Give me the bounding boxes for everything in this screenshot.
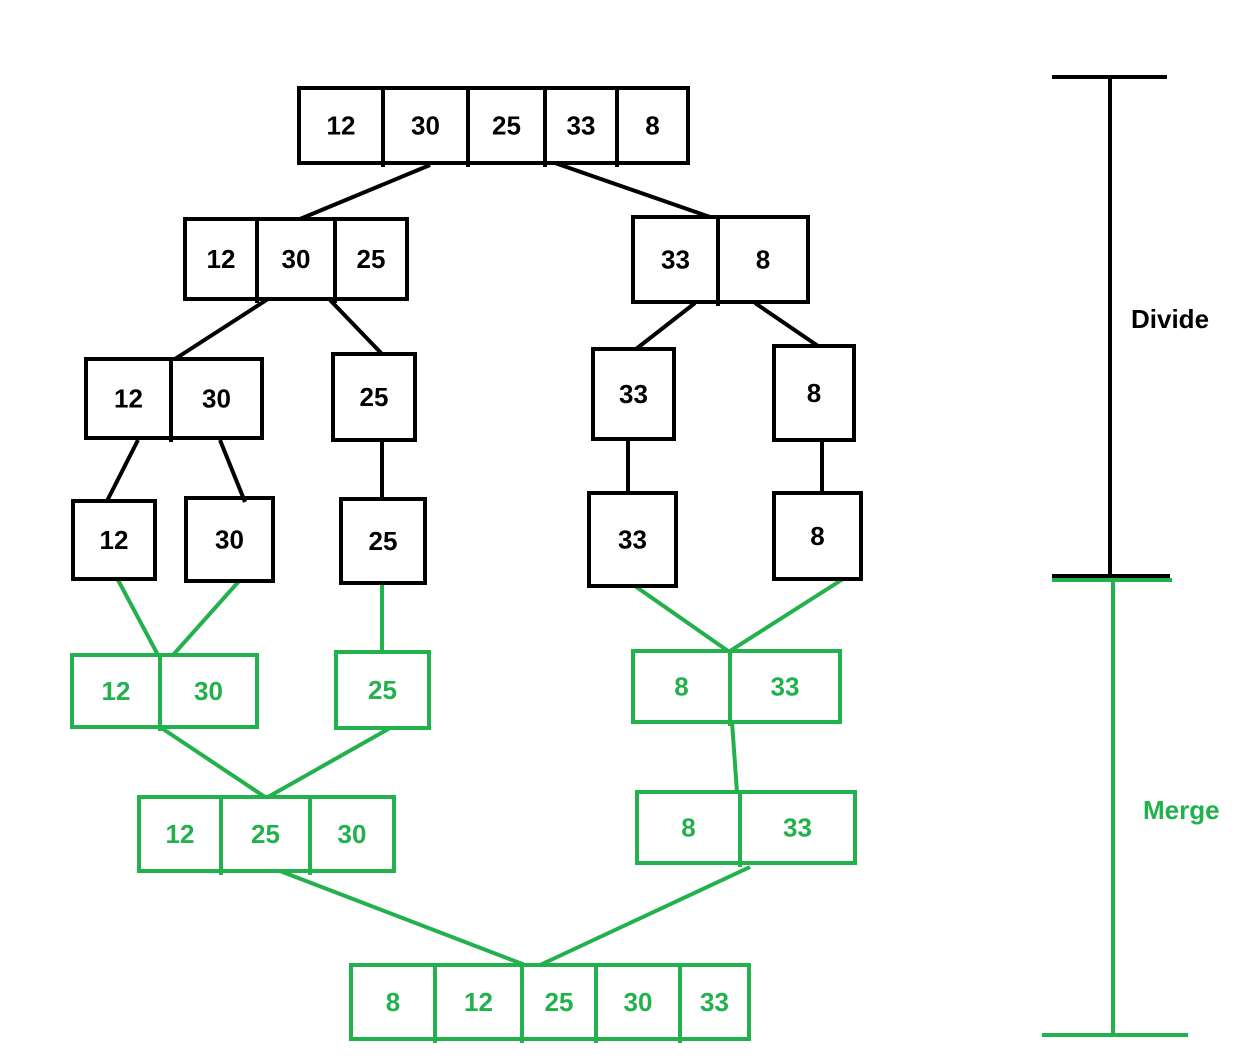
divide-array-cell: 25 [357,244,386,274]
divide-connector [328,298,384,356]
divide-array-box [772,491,863,581]
merge-connector [267,726,391,799]
merge-array-cell: 12 [464,987,493,1017]
merge-array-cell: 8 [386,987,400,1017]
divide-array-cell: 8 [756,245,770,275]
merge-array: 8 33 [635,790,857,867]
merge-array-cell: 33 [700,987,729,1017]
merge-array-cell: 25 [545,987,574,1017]
merge-array-cell: 8 [674,672,688,702]
divide-connector [634,301,697,351]
divide-array-cell: 25 [360,382,389,412]
divide-array-cell: 12 [207,244,236,274]
merge-array-cell: 25 [251,819,280,849]
phase-scale: Divide Merge [1042,75,1220,1037]
merge-array: 25 [334,650,431,730]
divide-connector [105,439,140,502]
divide-array-cell: 33 [661,245,690,275]
merge-array-box [70,653,259,729]
divide-array-box [297,86,690,165]
divide-array-box [591,347,676,441]
divide-connector [218,439,247,503]
merge-connector [633,584,730,653]
divide-array: 8 [772,344,856,442]
divide-array: 25 [339,497,427,585]
merge-array-cell: 12 [166,819,195,849]
divide-array: 33 [591,347,676,441]
merge-array: 12 30 [70,653,259,731]
divide-array-box [587,491,678,588]
divide-array-box [84,357,264,440]
divide-array-cell: 30 [411,111,440,141]
divide-array-box [339,497,427,585]
divide-array: 12 [71,499,157,581]
merge-array-cell: 25 [368,675,397,705]
merge-array: 8 33 [631,649,842,726]
divide-array: 25 [331,352,417,442]
divide-array: 8 [772,491,863,581]
divide-array-cell: 12 [114,384,143,414]
merge-connector [728,577,845,653]
merge-array: 8 12 25 30 33 [349,963,751,1043]
divide-array: 33 [587,491,678,588]
divide-array-cell: 12 [327,111,356,141]
divide-array-cell: 12 [100,525,129,555]
divide-array-box [772,344,856,442]
merge-connector [730,721,739,793]
merge-connector [158,725,267,799]
divide-array: 12 30 25 33 8 [297,86,690,167]
merge-array-cell: 30 [194,676,223,706]
divide-array-cell: 25 [369,526,398,556]
divide-array-cell: 8 [810,521,824,551]
merge-array-cell: 33 [783,813,812,843]
divide-array-cell: 8 [645,111,659,141]
merge-array-box [631,649,842,724]
divide-array: 30 [184,496,275,583]
divide-label: Divide [1131,304,1209,334]
merge-array-cell: 8 [681,813,695,843]
merge-connector [171,578,242,657]
divide-array-box [71,499,157,581]
divide-array-cell: 8 [807,378,821,408]
merge-array-cell: 33 [771,672,800,702]
merge-array-box [334,650,431,730]
divide-array-cell: 30 [202,384,231,414]
merge-array-cell: 30 [624,987,653,1017]
divide-connector [753,301,820,348]
divide-array-box [331,352,417,442]
merge-connector [279,869,526,967]
merge-array-box [137,795,396,873]
divide-connector [554,161,711,219]
merge-connector [116,579,160,656]
merge-array: 12 25 30 [137,795,396,875]
divide-array-cell: 30 [282,244,311,274]
divide-array-box [183,217,409,301]
divide-array-box [631,215,810,304]
divide-array: 12 30 25 [183,217,409,303]
merge-array-cell: 12 [102,676,131,706]
merge-array-cell: 30 [338,819,367,849]
merge-label: Merge [1143,795,1220,825]
divide-connector [299,163,431,221]
merge-array-box [635,790,857,865]
divide-array-cell: 30 [215,525,244,555]
merge-connector [539,865,751,967]
divide-array-cell: 33 [618,525,647,555]
divide-array-cell: 33 [567,111,596,141]
merge-array-box [349,963,751,1041]
divide-array: 12 30 [84,357,264,442]
divide-connector [173,297,270,361]
divide-array: 33 8 [631,215,810,306]
divide-array-box [184,496,275,583]
divide-array-cell: 25 [492,111,521,141]
divide-array-cell: 33 [619,379,648,409]
